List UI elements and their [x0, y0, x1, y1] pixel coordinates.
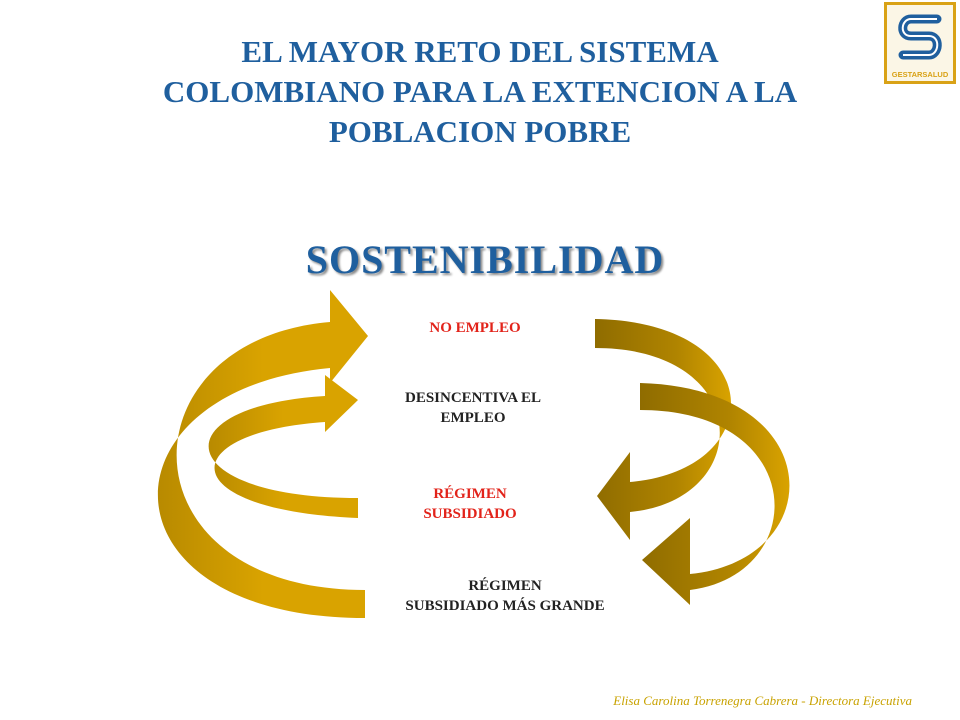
title-line-3: POBLACION POBRE: [328, 114, 632, 149]
gestarsalud-s-logo-icon: [898, 14, 942, 60]
node-no-empleo: NO EMPLEO: [380, 318, 570, 338]
right-arrow-lower: [640, 383, 790, 605]
title-line-2: COLOMBIANO PARA LA EXTENCION A LA: [162, 74, 798, 109]
node-regimen-grande-line-1: RÉGIMEN: [468, 578, 542, 594]
slide-footer: Elisa Carolina Torrenegra Cabrera - Dire…: [613, 693, 912, 708]
title-line-1: EL MAYOR RETO DEL SISTEMA: [241, 34, 719, 69]
node-regimen-subsidiado: RÉGIMEN SUBSIDIADO: [370, 484, 570, 524]
node-desincentiva-line-2: EMPLEO: [440, 410, 506, 426]
node-regimen-subsidiado-line-2: SUBSIDIADO: [423, 506, 517, 522]
outer-left-arrow: [157, 290, 368, 618]
node-no-empleo-line-1: NO EMPLEO: [429, 320, 521, 336]
node-desincentiva-empleo: DESINCENTIVA EL EMPLEO: [368, 388, 578, 428]
node-regimen-subsidiado-line-1: RÉGIMEN: [433, 486, 507, 502]
right-arrow-upper: [595, 319, 731, 540]
logo-text: GESTARSALUD: [891, 70, 949, 79]
keyword-sostenibilidad: SOSTENIBILIDAD: [305, 237, 665, 282]
node-regimen-grande-line-2: SUBSIDIADO MÁS GRANDE: [405, 598, 605, 614]
slide-title: EL MAYOR RETO DEL SISTEMA COLOMBIANO PAR…: [90, 32, 870, 152]
gestarsalud-logo: GESTARSALUD: [884, 2, 956, 84]
node-regimen-subsidiado-mas-grande: RÉGIMEN SUBSIDIADO MÁS GRANDE: [360, 576, 650, 616]
node-desincentiva-line-1: DESINCENTIVA EL: [404, 390, 542, 406]
inner-left-arrow: [208, 375, 358, 518]
